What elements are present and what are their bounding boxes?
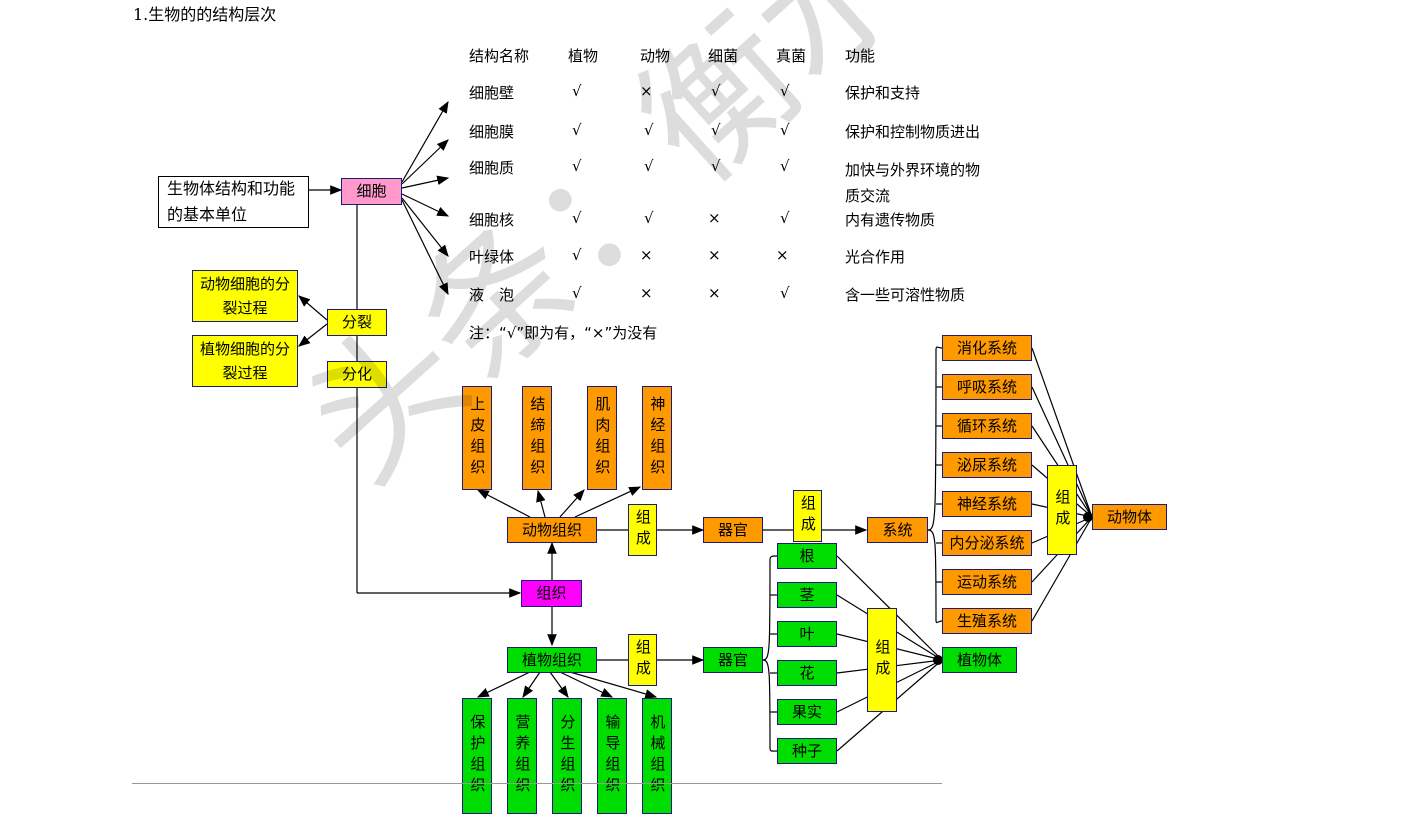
row-cell: √ (572, 284, 582, 302)
circulatory-system-box: 循环系统 (942, 413, 1032, 439)
table-header-plant: 植物 (568, 47, 599, 65)
row-cell: √ (644, 157, 654, 175)
row-cell: √ (780, 82, 790, 100)
conducting-tissue-box: 输导组织 (597, 698, 627, 814)
animal-organ-box: 器官 (703, 517, 763, 543)
row-cell: √ (780, 284, 790, 302)
digestive-system-box: 消化系统 (942, 335, 1032, 361)
animal-compose-box-3: 组成 (1047, 465, 1077, 555)
nerve-tissue-box: 神经组织 (642, 386, 672, 490)
row-cell: × (708, 246, 721, 264)
row-cell: × (640, 82, 653, 100)
system-box: 系统 (867, 517, 928, 543)
animal-compose-box-1: 组成 (628, 504, 657, 556)
basic-unit-box: 生物体结构和功能的基本单位 (158, 176, 309, 228)
urinary-system-box: 泌尿系统 (942, 452, 1032, 478)
nervous-system-box: 神经系统 (942, 491, 1032, 517)
tissue-box: 组织 (521, 580, 582, 607)
reproductive-system-box: 生殖系统 (942, 608, 1032, 634)
row-cell: × (708, 209, 721, 227)
row-cell: √ (572, 157, 582, 175)
row-func: 含一些可溶性物质 (845, 286, 966, 304)
row-func: 内有遗传物质 (845, 211, 936, 229)
animal-division-box: 动物细胞的分裂过程 (192, 270, 298, 322)
endocrine-system-box: 内分泌系统 (942, 530, 1032, 556)
animal-tissue-box: 动物组织 (507, 517, 597, 543)
table-header-name: 结构名称 (469, 47, 530, 65)
row-cell: √ (572, 209, 582, 227)
footer-divider (132, 783, 942, 784)
row-name: 叶绿体 (469, 248, 515, 266)
fruit-box: 果实 (777, 699, 837, 725)
connective-tissue-box: 结缔组织 (522, 386, 552, 490)
table-header-bacteria: 细菌 (708, 47, 739, 65)
page-title: 1.生物的的结构层次 (133, 5, 277, 24)
row-cell: × (640, 284, 653, 302)
row-cell: √ (644, 209, 654, 227)
row-name: 细胞膜 (469, 123, 515, 141)
row-name: 细胞质 (469, 159, 515, 177)
row-cell: √ (711, 82, 721, 100)
animal-compose-box-2: 组成 (793, 490, 822, 542)
table-header-animal: 动物 (640, 47, 671, 65)
row-cell: √ (780, 121, 790, 139)
row-cell: √ (572, 82, 582, 100)
division-box: 分裂 (327, 309, 387, 336)
row-func: 光合作用 (845, 248, 906, 266)
stem-box: 茎 (777, 582, 837, 608)
row-name: 细胞核 (469, 211, 515, 229)
table-header-function: 功能 (845, 47, 876, 65)
leaf-box: 叶 (777, 621, 837, 647)
row-cell: √ (780, 209, 790, 227)
animal-body-box: 动物体 (1092, 504, 1167, 530)
mechanical-tissue-box: 机械组织 (642, 698, 672, 814)
nutrient-tissue-box: 营养组织 (507, 698, 537, 814)
plant-compose-box-2: 组成 (867, 608, 897, 712)
table-note: 注：“√”即为有，“×”为没有 (469, 324, 658, 342)
seed-box: 种子 (777, 738, 837, 764)
plant-compose-box-1: 组成 (628, 634, 657, 686)
watermark-text: 头条：衡水刘老师 (273, 0, 1282, 516)
row-cell: √ (644, 121, 654, 139)
respiratory-system-box: 呼吸系统 (942, 374, 1032, 400)
row-name: 细胞壁 (469, 84, 515, 102)
row-cell: √ (572, 246, 582, 264)
meristem-tissue-box: 分生组织 (552, 698, 582, 814)
row-name: 液 泡 (469, 286, 515, 304)
epithelial-tissue-box: 上皮组织 (462, 386, 492, 490)
protective-tissue-box: 保护组织 (462, 698, 492, 814)
table-header-fungi: 真菌 (776, 47, 807, 65)
plant-tissue-box: 植物组织 (507, 647, 597, 673)
muscle-tissue-box: 肌肉组织 (587, 386, 617, 490)
plant-body-box: 植物体 (942, 647, 1017, 673)
row-cell: × (776, 246, 789, 264)
row-func: 加快与外界环境的物 质交流 (845, 161, 981, 205)
differentiation-box: 分化 (327, 361, 387, 388)
row-func: 保护和支持 (845, 84, 921, 102)
plant-organ-box: 器官 (703, 647, 763, 673)
row-func: 保护和控制物质进出 (845, 123, 981, 141)
flower-box: 花 (777, 660, 837, 686)
root-box: 根 (777, 543, 837, 569)
row-cell: √ (711, 121, 721, 139)
row-cell: √ (572, 121, 582, 139)
cell-box: 细胞 (341, 178, 402, 205)
row-cell: × (640, 246, 653, 264)
row-cell: × (708, 284, 721, 302)
row-cell: √ (711, 157, 721, 175)
row-cell: √ (780, 157, 790, 175)
plant-division-box: 植物细胞的分裂过程 (192, 335, 298, 387)
motor-system-box: 运动系统 (942, 569, 1032, 595)
